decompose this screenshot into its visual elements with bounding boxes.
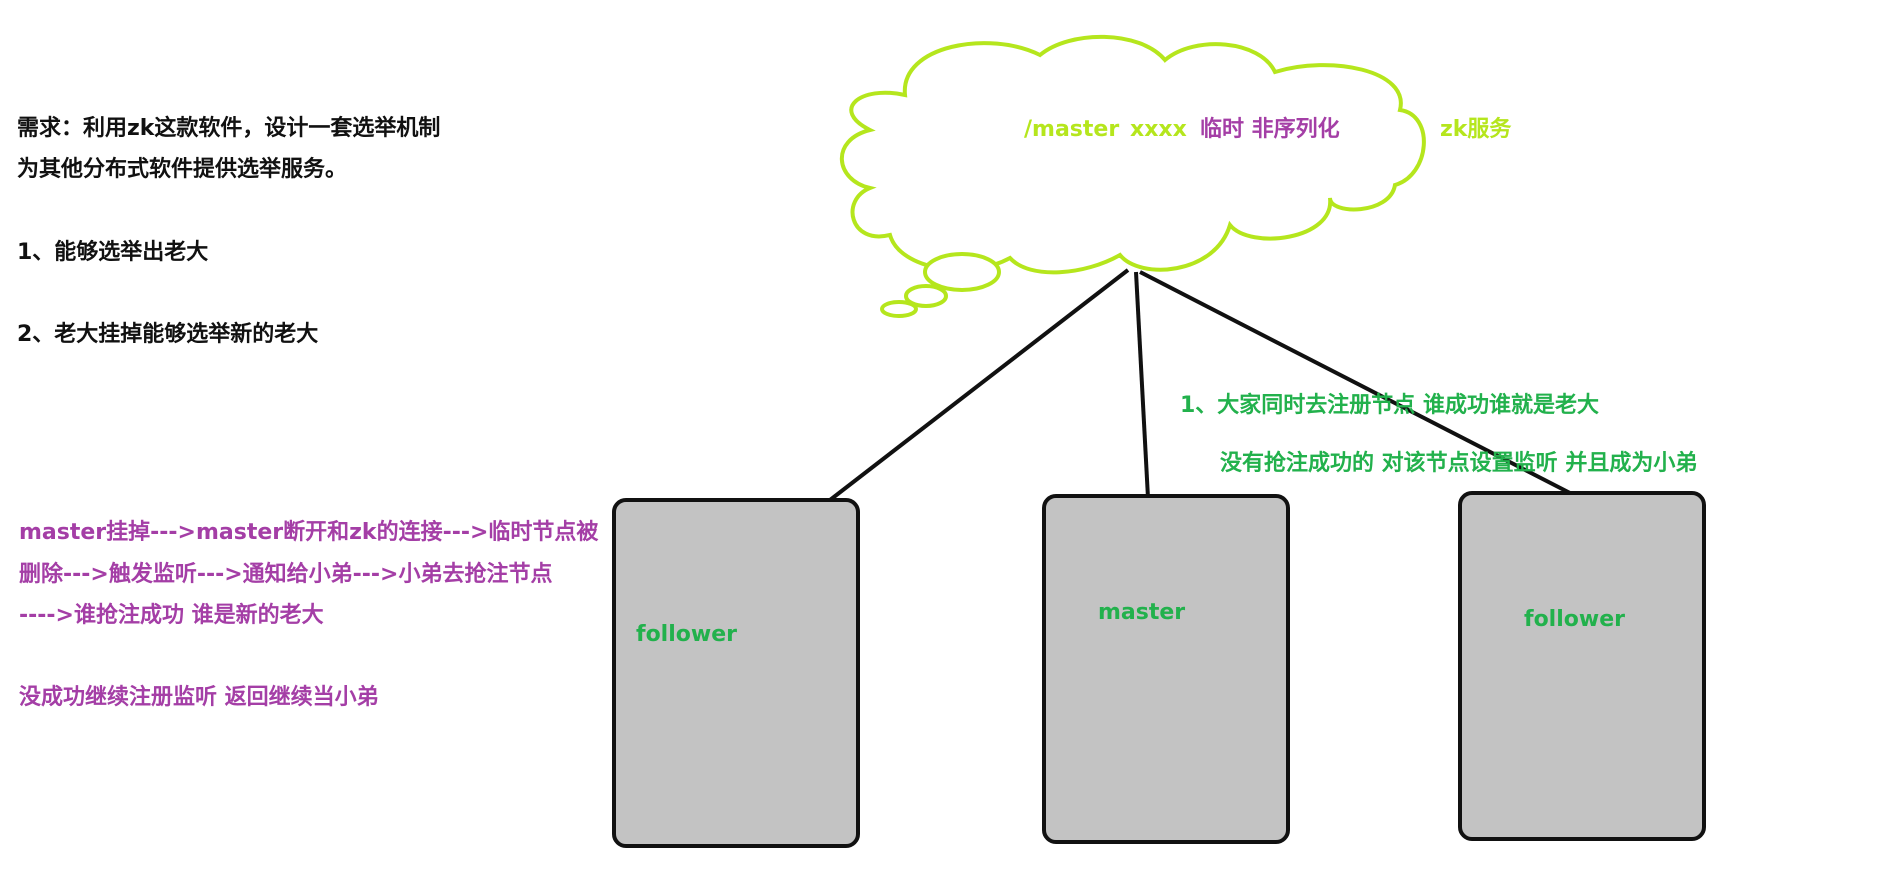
registration-line-2: 没有抢注成功的 对该节点设置监听 并且成为小弟 <box>1220 451 1698 476</box>
failover-line-4: 没成功继续注册监听 返回继续当小弟 <box>19 685 379 710</box>
line-to-left-follower <box>828 268 1130 502</box>
cloud-value: xxxx <box>1130 117 1187 142</box>
failover-line-1: master挂掉--->master断开和zk的连接--->临时节点被 <box>19 520 599 545</box>
cloud-mode: 临时 非序列化 <box>1200 117 1340 142</box>
cloud-service-label: zk服务 <box>1440 117 1512 142</box>
node-label-follower-right: follower <box>1524 607 1625 632</box>
cloud-bubble-large <box>923 252 1001 292</box>
node-label-follower-left: follower <box>636 622 737 647</box>
cloud-path: /master <box>1024 117 1120 142</box>
node-label-master: master <box>1098 600 1186 625</box>
cloud-bubble-medium <box>904 284 948 308</box>
requirement-item-2: 2、老大挂掉能够选举新的老大 <box>17 322 319 347</box>
requirement-item-1: 1、能够选举出老大 <box>17 240 209 265</box>
node-follower-left: follower <box>612 498 860 848</box>
registration-line-1: 1、大家同时去注册节点 谁成功谁就是老大 <box>1180 393 1599 418</box>
cloud-outline <box>839 34 1426 275</box>
failover-line-2: 删除--->触发监听--->通知给小弟--->小弟去抢注节点 <box>19 562 553 587</box>
requirement-line-1: 需求：利用zk这款软件，设计一套选举机制 <box>17 116 441 141</box>
line-to-right-follower <box>1139 270 1571 495</box>
connector-lines <box>828 268 1571 502</box>
cloud-bubble-small <box>880 300 918 318</box>
requirement-line-2: 为其他分布式软件提供选举服务。 <box>17 157 348 182</box>
zk-cloud <box>839 34 1426 318</box>
line-to-master <box>1134 271 1150 499</box>
node-master: master <box>1042 494 1290 844</box>
failover-line-3: ---->谁抢注成功 谁是新的老大 <box>19 603 324 628</box>
node-follower-right: follower <box>1458 491 1706 841</box>
